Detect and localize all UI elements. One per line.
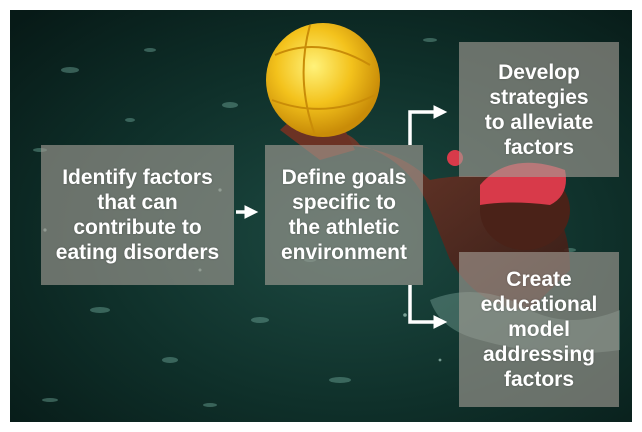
node-define-goals: Define goals specific to the athletic en… [265, 145, 423, 285]
arrow-define-to-create [408, 285, 448, 329]
node-line: Identify factors [62, 166, 213, 189]
node-create-model: Create educational model addressing fact… [459, 252, 619, 407]
node-line: addressing [482, 343, 596, 366]
node-line: Develop [498, 60, 580, 84]
node-develop-strategies: Develop strategies to alleviate factors [459, 42, 619, 177]
node-line: Create [506, 268, 572, 291]
node-line: the athletic [288, 216, 400, 239]
node-line: to alleviate [484, 110, 594, 134]
node-line: specific to [292, 191, 396, 214]
node-line: factors [503, 368, 574, 391]
node-line: that can [97, 191, 178, 214]
node-line: environment [280, 241, 408, 264]
node-line: contribute to [73, 216, 202, 239]
arrow-define-to-develop [408, 105, 448, 145]
node-line: Define goals [281, 166, 407, 189]
node-line: eating disorders [55, 241, 220, 264]
node-line: strategies [489, 85, 589, 109]
node-line: factors [503, 135, 575, 159]
node-identify-factors: Identify factors that can contribute to … [41, 145, 234, 285]
node-line: model [508, 318, 570, 341]
node-line: educational [480, 293, 598, 316]
